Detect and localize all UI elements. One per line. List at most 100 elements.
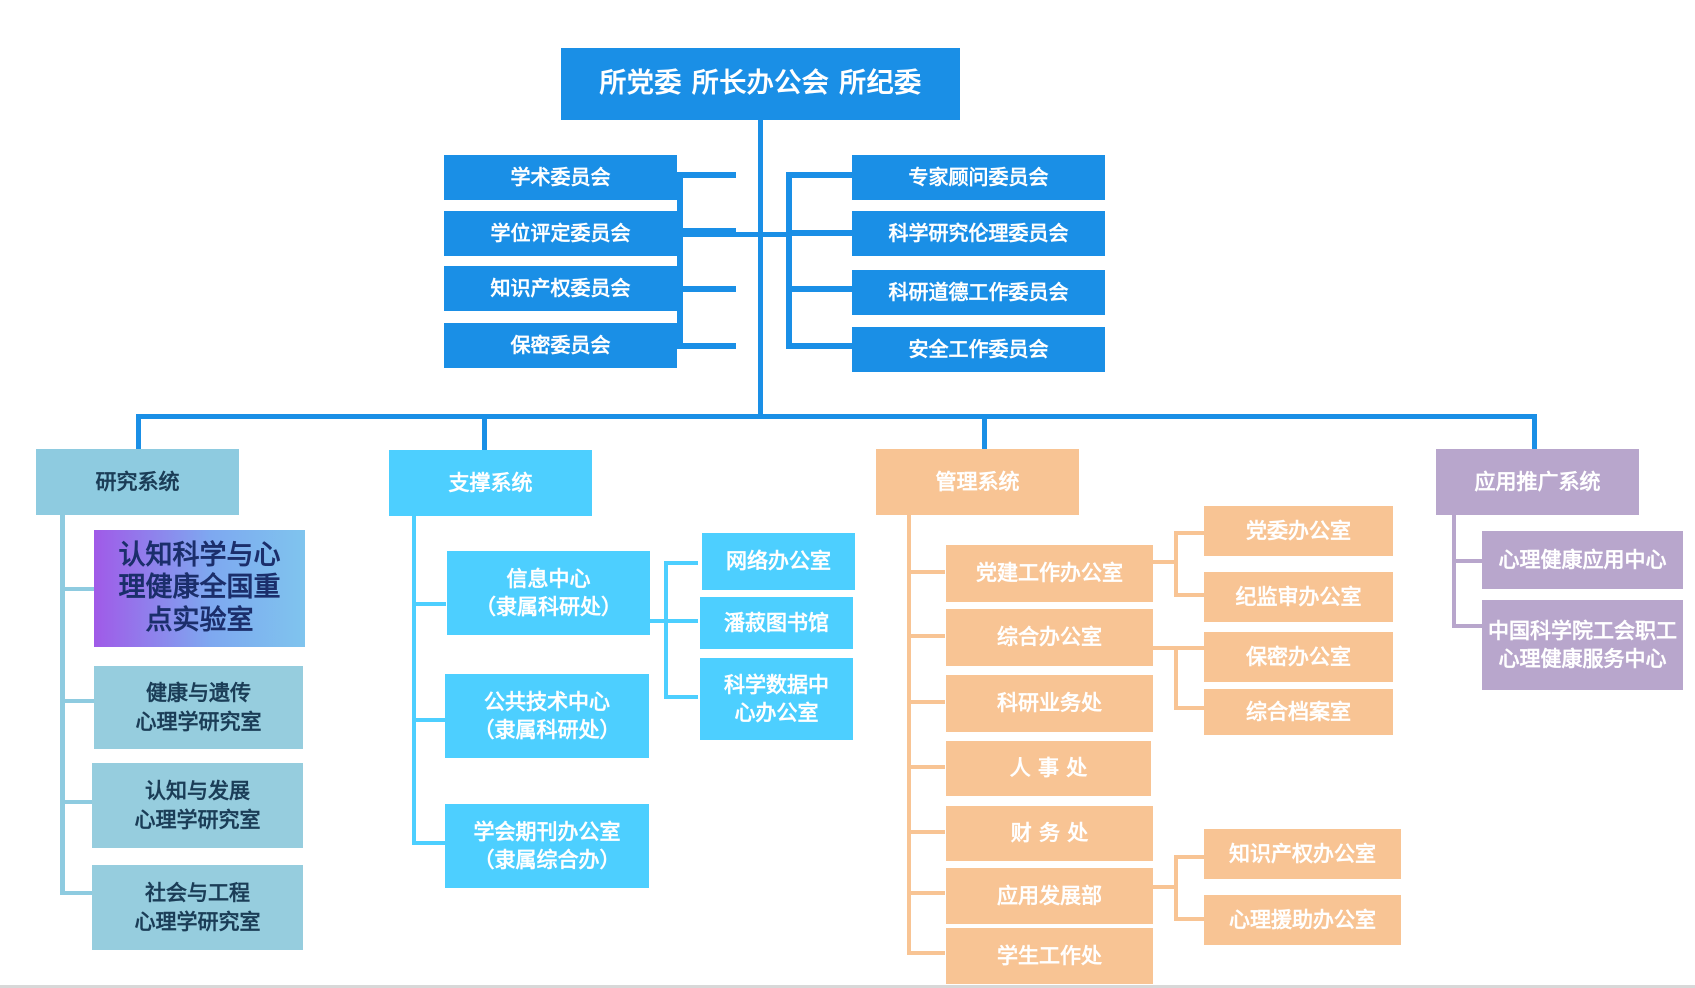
support-unit-info-center[interactable]: 信息中心 （隶属科研处） xyxy=(447,551,650,635)
committee-confidentiality[interactable]: 保密委员会 xyxy=(444,323,677,368)
top-leadership-label: 所党委 所长办公会 所纪委 xyxy=(599,67,922,99)
committee-degree[interactable]: 学位评定委员会 xyxy=(444,211,677,256)
unit-label-line: 公共技术中心 xyxy=(484,689,610,714)
research-system-header[interactable]: 研究系统 xyxy=(36,449,239,515)
research-unit-social-engineering[interactable]: 社会与工程 心理学研究室 xyxy=(92,865,303,950)
connector xyxy=(1174,855,1178,921)
unit-label-line: 学生工作处 xyxy=(997,943,1102,968)
manage-unit-general-office[interactable]: 综合办公室 xyxy=(946,609,1153,666)
connector xyxy=(412,514,416,845)
connector xyxy=(1174,646,1178,710)
connector xyxy=(1174,531,1178,597)
support-system-header[interactable]: 支撑系统 xyxy=(389,450,592,516)
unit-label-line: 潘菽图书馆 xyxy=(724,610,829,635)
manage-sub-assistance-office[interactable]: 心理援助办公室 xyxy=(1204,895,1401,945)
connector xyxy=(1174,917,1204,921)
connector xyxy=(136,414,1536,419)
connector xyxy=(907,570,945,574)
system-title: 管理系统 xyxy=(935,469,1020,494)
support-sub-library[interactable]: 潘菽图书馆 xyxy=(700,597,853,649)
committee-ethics[interactable]: 科学研究伦理委员会 xyxy=(852,211,1105,256)
connector xyxy=(786,172,792,349)
connector xyxy=(907,830,945,834)
connector xyxy=(760,232,790,237)
manage-sub-ip-office[interactable]: 知识产权办公室 xyxy=(1204,829,1401,879)
connector xyxy=(676,172,736,178)
committee-ip[interactable]: 知识产权委员会 xyxy=(444,266,677,311)
connector xyxy=(412,718,446,722)
connector xyxy=(907,700,945,704)
top-leadership-box[interactable]: 所党委 所长办公会 所纪委 xyxy=(561,48,960,120)
committee-academic[interactable]: 学术委员会 xyxy=(444,155,677,200)
connector xyxy=(786,172,854,178)
manage-sub-archive-room[interactable]: 综合档案室 xyxy=(1204,689,1393,735)
key-lab-box[interactable]: 认知科学与心 理健康全国重 点实验室 xyxy=(94,530,305,647)
lab-label-line: 认知科学与心 xyxy=(118,539,281,571)
system-title: 支撑系统 xyxy=(448,470,533,495)
support-sub-network-office[interactable]: 网络办公室 xyxy=(702,533,855,590)
unit-label-line: 心办公室 xyxy=(734,701,819,725)
system-title: 应用推广系统 xyxy=(1474,469,1601,494)
bottom-divider xyxy=(0,985,1695,988)
committee-integrity[interactable]: 科研道德工作委员会 xyxy=(852,270,1105,315)
support-unit-public-tech[interactable]: 公共技术中心 （隶属科研处） xyxy=(445,674,649,758)
support-unit-journal-office[interactable]: 学会期刊办公室 （隶属综合办） xyxy=(445,804,649,888)
support-sub-data-center[interactable]: 科学数据中 心办公室 xyxy=(700,658,853,740)
connector xyxy=(907,514,911,951)
unit-label-line: 知识产权办公室 xyxy=(1229,841,1376,866)
connector xyxy=(60,587,96,591)
manage-sub-party-office[interactable]: 党委办公室 xyxy=(1204,506,1393,556)
unit-label-line: 党委办公室 xyxy=(1246,518,1351,543)
unit-label-line: 认知与发展 xyxy=(145,779,250,804)
manage-unit-research-affairs[interactable]: 科研业务处 xyxy=(946,675,1153,732)
connector xyxy=(60,891,96,895)
app-unit-cas-union-center[interactable]: 中国科学院工会职工 心理健康服务中心 xyxy=(1482,600,1683,690)
manage-unit-app-development[interactable]: 应用发展部 xyxy=(946,868,1153,924)
research-unit-health-genetics[interactable]: 健康与遗传 心理学研究室 xyxy=(94,666,303,749)
unit-label-line: 心理援助办公室 xyxy=(1229,907,1376,932)
manage-unit-finance[interactable]: 财 务 处 xyxy=(946,806,1153,861)
connector xyxy=(412,841,446,845)
connector xyxy=(677,232,761,237)
management-system-header[interactable]: 管理系统 xyxy=(876,449,1079,515)
connector xyxy=(1174,706,1204,710)
unit-label-line: 健康与遗传 xyxy=(146,681,251,706)
research-unit-cognition-development[interactable]: 认知与发展 心理学研究室 xyxy=(92,763,303,848)
unit-label-line: 科学数据中 xyxy=(724,672,829,697)
manage-unit-hr[interactable]: 人 事 处 xyxy=(946,741,1151,796)
connector xyxy=(1174,855,1204,859)
lab-label-line: 点实验室 xyxy=(145,604,254,636)
application-system-header[interactable]: 应用推广系统 xyxy=(1436,449,1639,515)
manage-unit-student-affairs[interactable]: 学生工作处 xyxy=(946,928,1153,984)
connector xyxy=(1452,559,1482,563)
unit-label-line: 社会与工程 xyxy=(145,881,250,906)
connector xyxy=(758,120,763,416)
connector xyxy=(60,800,96,804)
committee-expert-advisory[interactable]: 专家顾问委员会 xyxy=(852,155,1105,200)
manage-sub-confidentiality-office[interactable]: 保密办公室 xyxy=(1204,632,1393,682)
unit-label-line: （隶属科研处） xyxy=(473,718,621,742)
committee-safety[interactable]: 安全工作委员会 xyxy=(852,327,1105,372)
unit-label-line: 心理健康应用中心 xyxy=(1498,547,1667,572)
committee-label: 学位评定委员会 xyxy=(490,221,631,245)
connector xyxy=(60,512,65,895)
connector xyxy=(664,619,698,623)
unit-label-line: 科研业务处 xyxy=(997,691,1102,716)
unit-label-line: 综合办公室 xyxy=(997,625,1102,650)
manage-unit-party-building[interactable]: 党建工作办公室 xyxy=(946,545,1153,602)
connector xyxy=(786,343,854,349)
connector xyxy=(60,699,96,703)
app-unit-health-center[interactable]: 心理健康应用中心 xyxy=(1482,531,1683,589)
connector xyxy=(677,172,683,349)
manage-sub-discipline-office[interactable]: 纪监审办公室 xyxy=(1204,572,1393,622)
connector xyxy=(786,286,854,292)
committee-label: 知识产权委员会 xyxy=(490,276,631,300)
connector xyxy=(645,619,667,623)
unit-label-line: 心理学研究室 xyxy=(134,909,261,934)
connector xyxy=(664,561,698,565)
connector xyxy=(907,891,945,895)
connector xyxy=(676,286,736,292)
connector xyxy=(1452,624,1482,628)
committee-label: 科研道德工作委员会 xyxy=(888,280,1069,304)
